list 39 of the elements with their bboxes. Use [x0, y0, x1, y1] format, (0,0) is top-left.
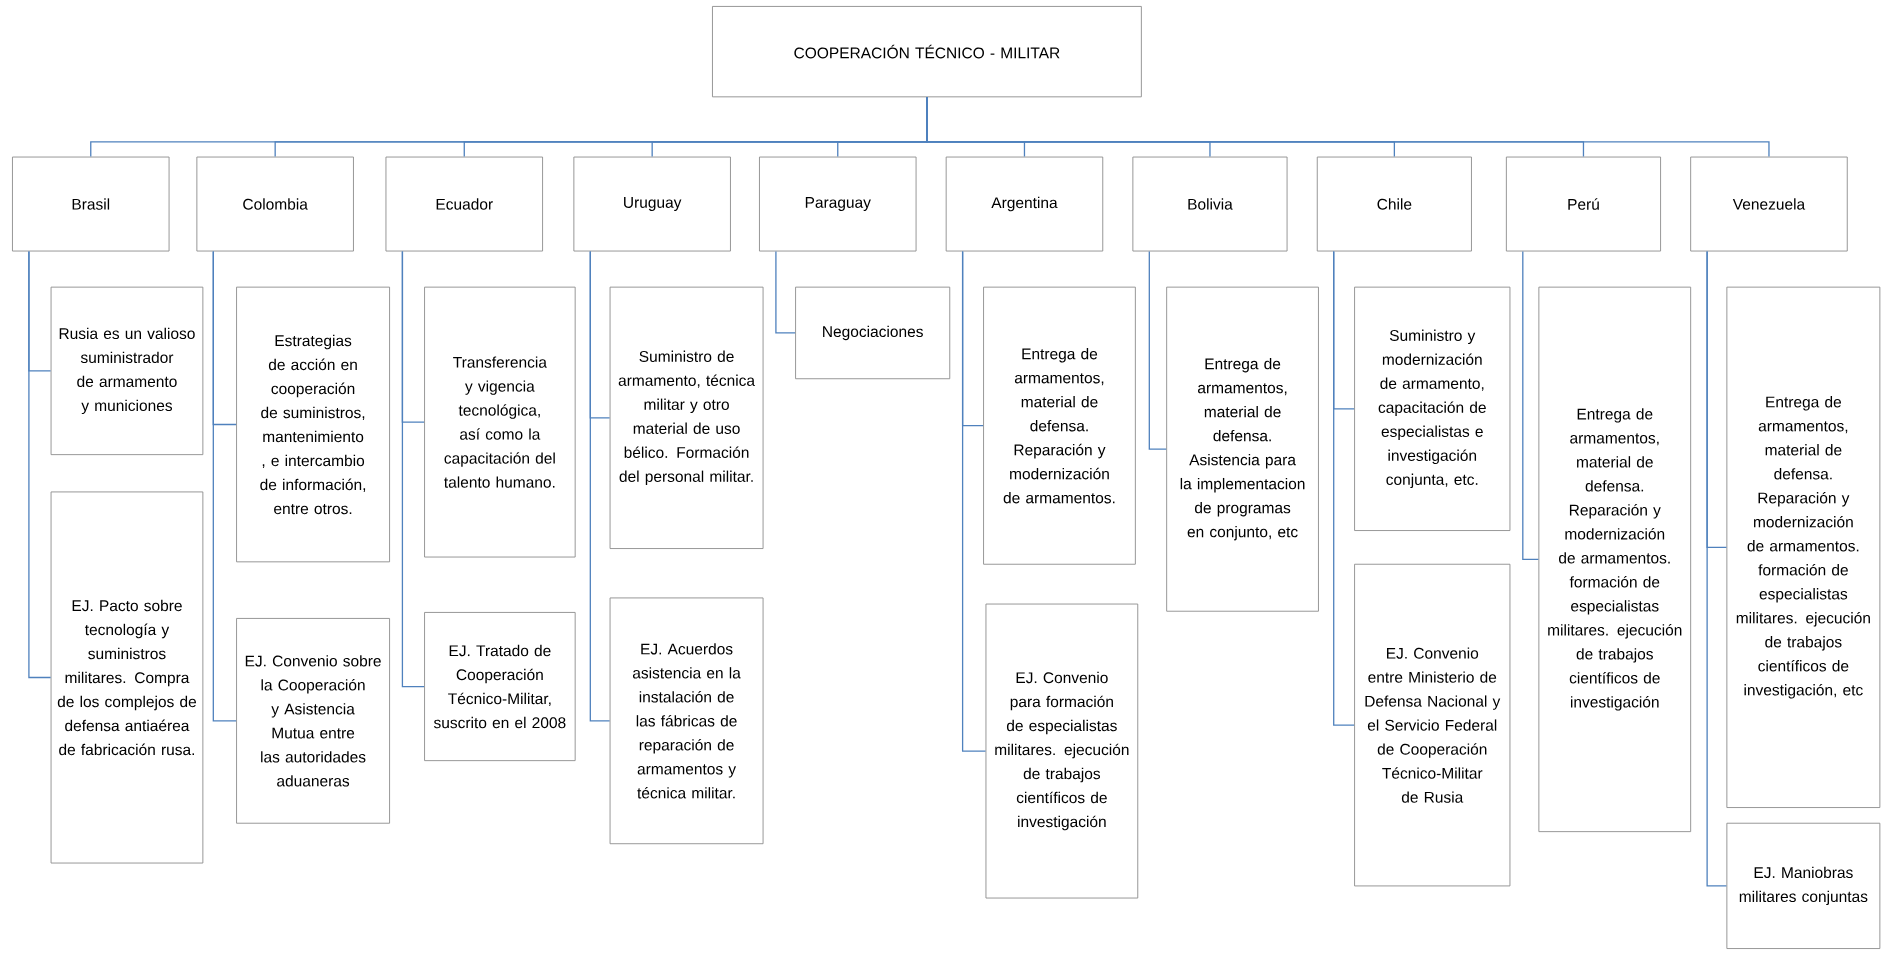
- description-box: EJ. Convenio sobre la Cooperación y Asistencia Mutua entre las autoridades aduaneras: [236, 617, 390, 824]
- title-box: COOPERACIÓN TÉCNICO - MILITAR: [712, 5, 1142, 98]
- country-box: Paraguay: [759, 156, 917, 252]
- country-box: Chile: [1316, 156, 1472, 252]
- country-box: Colombia: [196, 156, 354, 252]
- description-box: Entrega de armamentos, material de defensa. Reparación y modernización de armamentos.: [983, 286, 1136, 565]
- description-box: EJ. Pacto sobre tecnología y suministros militares. Compra de los complejos de defensa antiaérea de fabricación rusa.: [50, 491, 204, 864]
- description-box: Suministro y modernización de armamento, capacitación de especialistas e investigación conjunta, etc.: [1354, 286, 1511, 531]
- country-box: Perú: [1505, 156, 1661, 252]
- description-box: EJ. Convenio para formación de especialistas militares. ejecución de trabajos científicos de investigación: [985, 603, 1139, 899]
- connector-line: [401, 250, 425, 688]
- country-box: Uruguay: [573, 156, 731, 252]
- description-box: Suministro de armamento, técnica militar y otro material de uso bélico. Formación del personal militar.: [609, 286, 764, 549]
- description-box: Entrega de armamentos, material de defensa. Reparación y modernización de armamentos. formación de especialistas militares. ejecución de trabajos científicos de investigación, etc: [1726, 286, 1881, 808]
- description-box: EJ. Convenio entre Ministerio de Defensa Nacional y el Servicio Federal de Cooperación Técnico-Militar de Rusia: [1354, 563, 1511, 887]
- description-box: Entrega de armamentos, material de defensa. Reparación y modernización de armamentos. formación de especialistas militares. ejecución de trabajos científicos de investigación: [1538, 286, 1692, 833]
- description-box: EJ. Acuerdos asistencia en la instalación de las fábricas de reparación de armamentos y técnica militar.: [609, 597, 764, 845]
- country-box: Ecuador: [385, 156, 543, 252]
- connector-line: [1706, 250, 1728, 887]
- connector-line: [1148, 250, 1167, 450]
- country-box: Argentina: [945, 156, 1104, 252]
- connector-line: [1333, 250, 1355, 726]
- branch-line: [926, 96, 1770, 158]
- country-box: Brasil: [12, 156, 170, 252]
- country-box: Bolivia: [1132, 156, 1288, 252]
- description-box: Estrategias de acción en cooperación de suministros, mantenimiento , e intercambio de información, entre otros.: [236, 286, 390, 563]
- description-box: Rusia es un valioso suministrador de armamento y municiones: [50, 286, 204, 456]
- connector-line: [212, 250, 237, 722]
- description-box: Negociaciones: [795, 286, 951, 380]
- connector-line: [1522, 250, 1540, 561]
- description-box: EJ. Maniobras militares conjuntas: [1726, 822, 1881, 949]
- description-box: Entrega de armamentos, material de defensa. Asistencia para la implementacion de programas en conjunto, etc: [1166, 286, 1319, 612]
- description-box: EJ. Tratado de Cooperación Técnico-Militar, suscrito en el 2008: [424, 611, 576, 762]
- connector-line: [961, 250, 987, 752]
- country-box: Venezuela: [1690, 156, 1848, 252]
- connector-line: [28, 250, 52, 679]
- description-box: Transferencia y vigencia tecnológica, así como la capacitación del talento humano.: [424, 286, 576, 558]
- connector-line: [589, 250, 611, 722]
- connector-line: [775, 250, 796, 334]
